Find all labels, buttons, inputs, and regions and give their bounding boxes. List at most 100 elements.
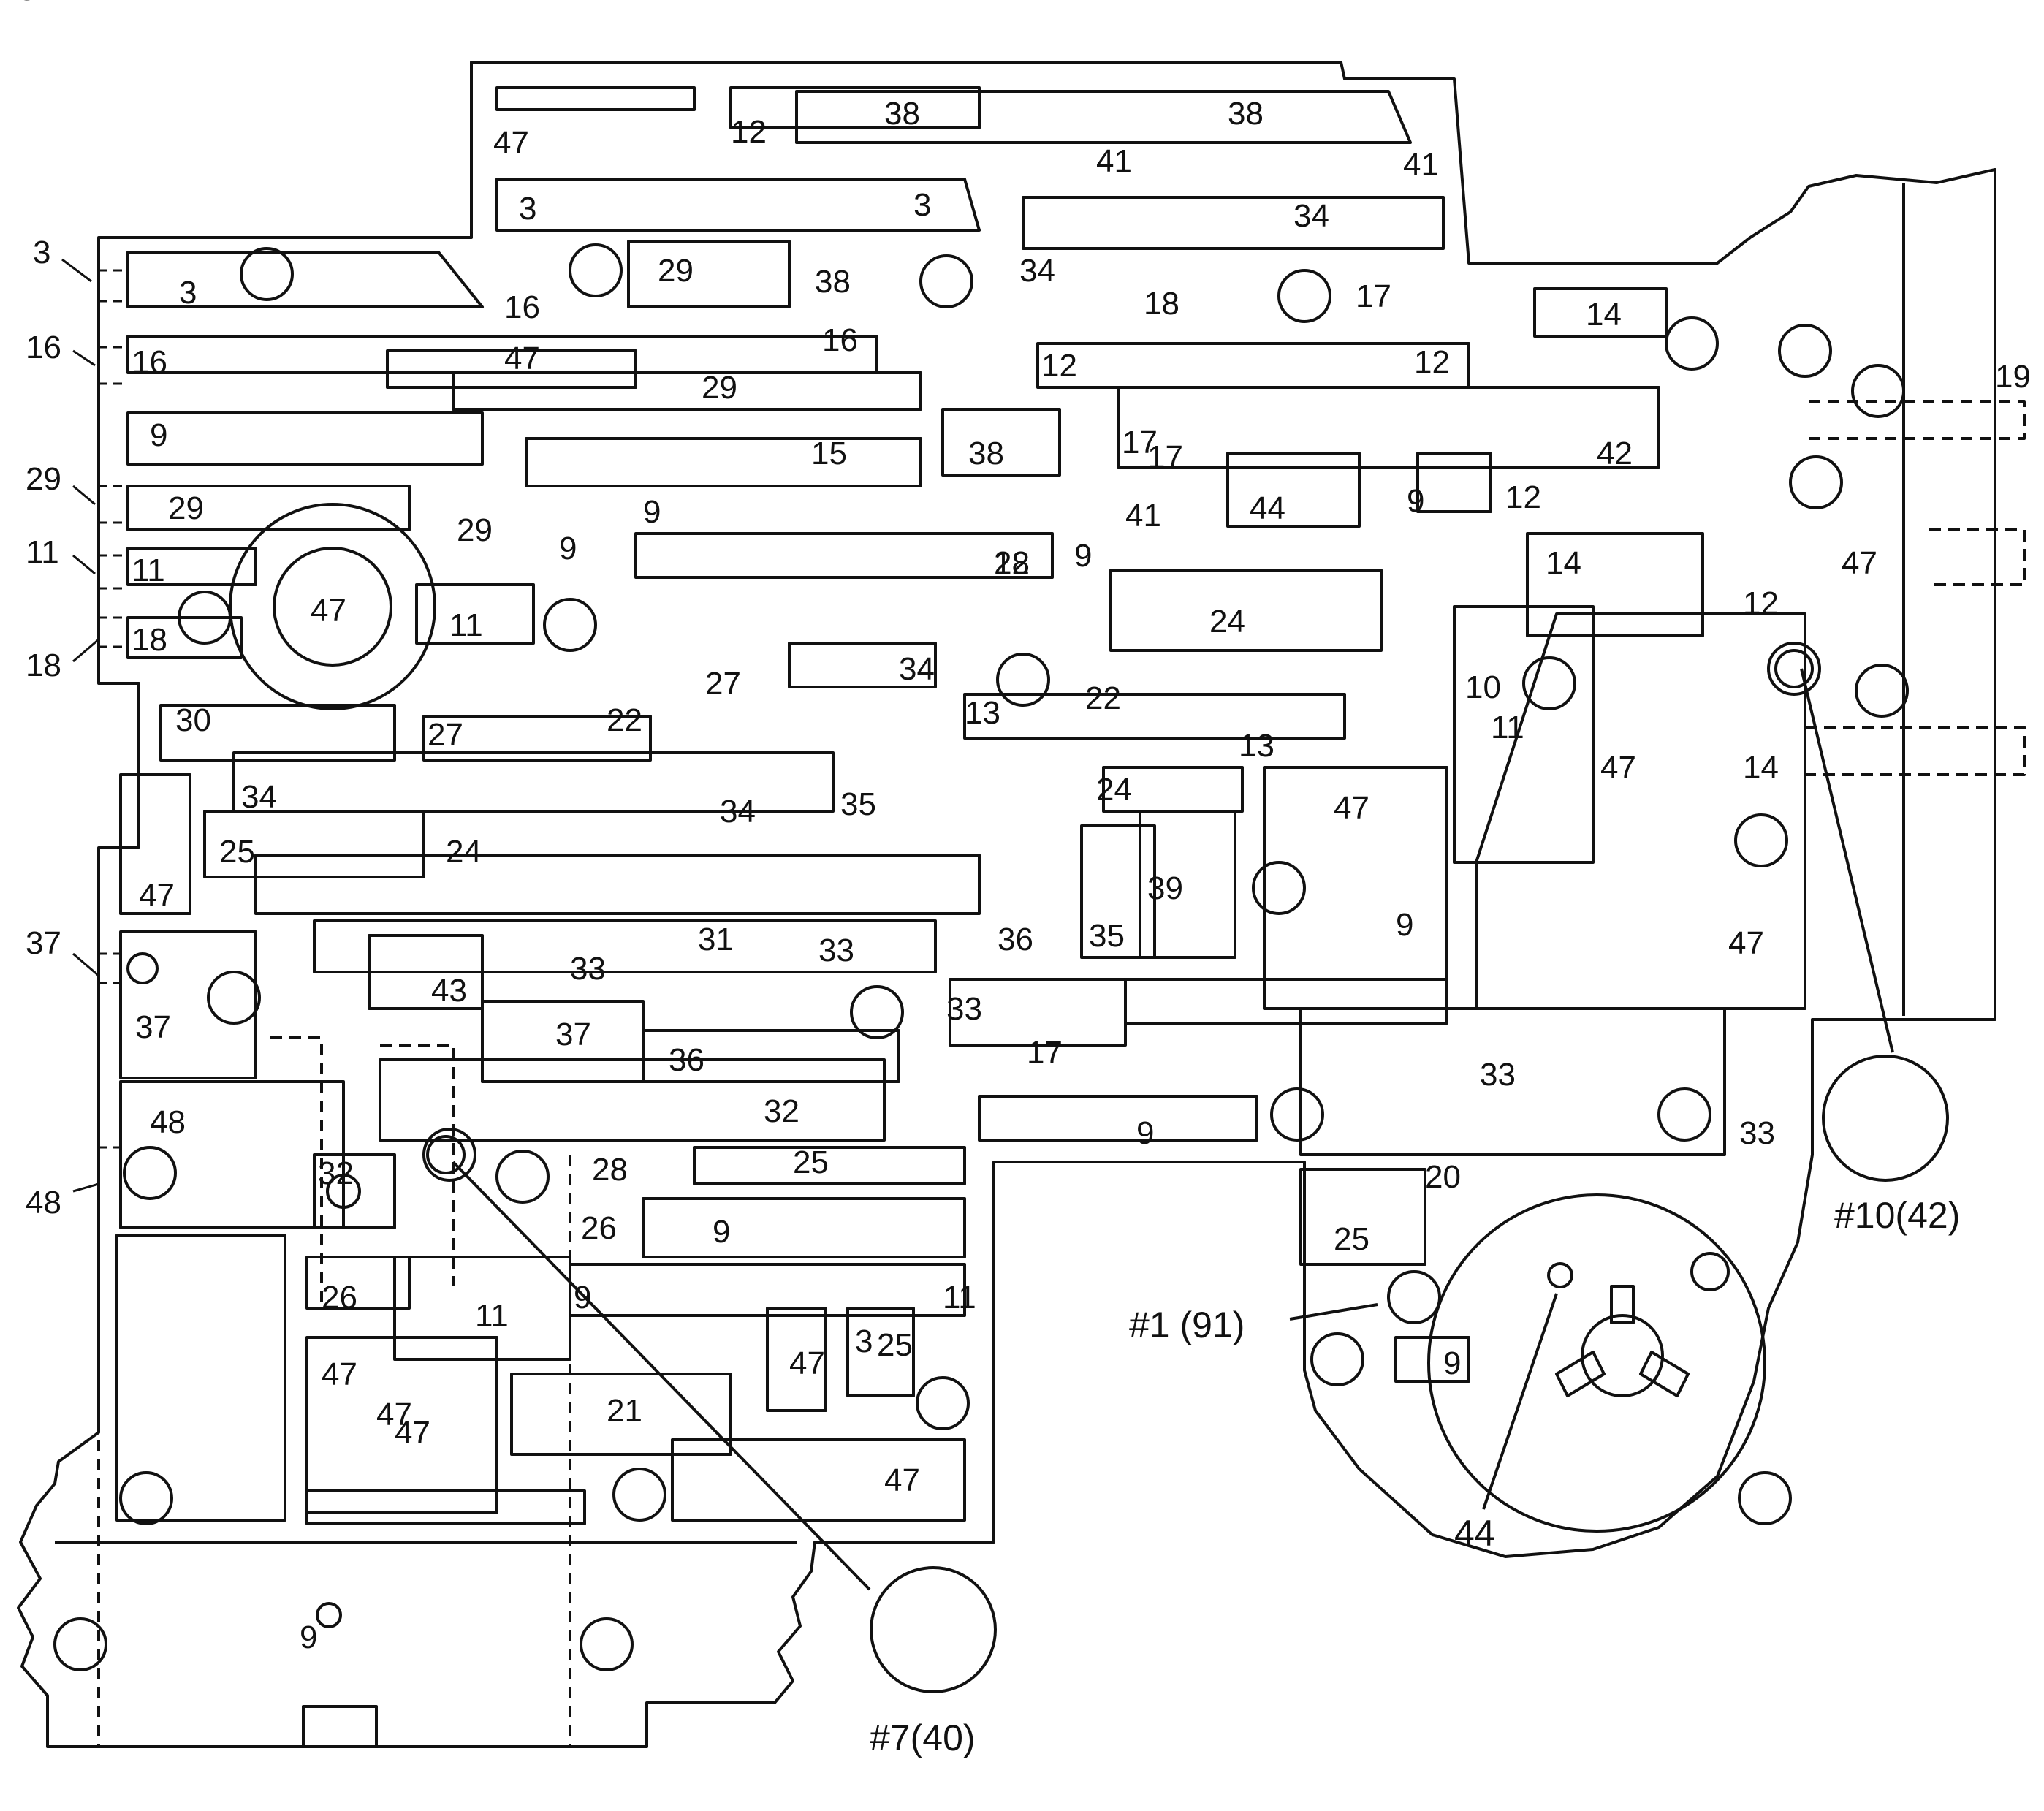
channel-label-32: 32 bbox=[764, 1093, 799, 1129]
channel-outline bbox=[1124, 978, 1448, 1025]
channel-label-42: 42 bbox=[1597, 436, 1633, 471]
channel-label-47: 47 bbox=[311, 593, 346, 629]
channel-label-33: 33 bbox=[946, 991, 982, 1027]
bolt-hole bbox=[612, 1468, 666, 1522]
channel-label-13: 13 bbox=[965, 695, 1000, 731]
plate-outline bbox=[17, 61, 1996, 1748]
channel-label-22: 22 bbox=[607, 702, 642, 738]
channel-label-47: 47 bbox=[493, 125, 529, 161]
channel-label-41: 41 bbox=[1096, 143, 1132, 179]
channel-label-26: 26 bbox=[322, 1280, 357, 1315]
channel-label-41: 41 bbox=[1403, 147, 1439, 183]
channel-label-9: 9 bbox=[1136, 1115, 1154, 1151]
channel-label-36: 36 bbox=[998, 922, 1033, 957]
channel-label-33: 33 bbox=[1739, 1115, 1775, 1151]
check-ball-7-detail bbox=[870, 1566, 997, 1693]
bolt-hole bbox=[850, 985, 904, 1039]
channel-label-9: 9 bbox=[574, 1280, 591, 1315]
check-ball-10-detail bbox=[1822, 1055, 1949, 1182]
channel-label-12: 12 bbox=[731, 114, 767, 150]
channel-outline bbox=[642, 1029, 900, 1083]
channel-label-47: 47 bbox=[1728, 925, 1764, 961]
channel-outline bbox=[126, 616, 243, 659]
channel-label-17: 17 bbox=[1147, 439, 1183, 475]
channel-label-47: 47 bbox=[1600, 750, 1636, 786]
channel-label-13: 13 bbox=[1239, 728, 1274, 764]
check-ball-7-seat bbox=[426, 1135, 466, 1174]
channel-label-47: 47 bbox=[884, 1462, 920, 1498]
channel-label-14: 14 bbox=[1586, 297, 1622, 333]
channel-outline bbox=[119, 1080, 345, 1229]
left-dashed-bores bbox=[97, 1036, 571, 1747]
bolt-hole bbox=[543, 598, 597, 652]
channel-outline bbox=[1526, 532, 1704, 637]
channel-label-28: 28 bbox=[592, 1152, 628, 1188]
channel-label-16: 16 bbox=[822, 322, 858, 358]
channel-label-44: 44 bbox=[1250, 490, 1285, 526]
channel-outline bbox=[115, 1234, 286, 1522]
channel-outline bbox=[126, 411, 484, 466]
channel-label-47: 47 bbox=[395, 1415, 430, 1451]
channel-label-17: 17 bbox=[1356, 278, 1391, 314]
bolt-hole bbox=[569, 243, 623, 297]
port-19-dashed bbox=[1805, 400, 2026, 776]
channel-label-3: 3 bbox=[179, 275, 197, 311]
channel-label-38: 38 bbox=[815, 264, 851, 300]
bolt-hole bbox=[1387, 1270, 1441, 1324]
channel-label-35: 35 bbox=[1089, 918, 1125, 954]
bolt-hole bbox=[495, 1150, 550, 1204]
channel-label-38: 38 bbox=[968, 436, 1004, 471]
channel-label-47: 47 bbox=[789, 1345, 825, 1381]
channel-label-38: 38 bbox=[1228, 96, 1264, 132]
bolt-hole bbox=[422, 1128, 476, 1182]
bolt-hole bbox=[1778, 324, 1832, 378]
channel-outline bbox=[126, 335, 878, 374]
bolt-hole bbox=[1657, 1087, 1711, 1142]
bolt-hole bbox=[580, 1617, 634, 1671]
bolt-hole bbox=[240, 247, 294, 301]
outline-group bbox=[17, 61, 2026, 1748]
channel-label-11: 11 bbox=[943, 1280, 976, 1315]
channel-label-21: 21 bbox=[607, 1393, 642, 1429]
channel-outline bbox=[254, 854, 981, 915]
bolt-hole bbox=[1734, 813, 1788, 867]
channel-outline bbox=[305, 1336, 498, 1514]
channel-label-27: 27 bbox=[428, 717, 463, 753]
accumulator-inner bbox=[1581, 1314, 1664, 1397]
accumulator-bore bbox=[1427, 1193, 1766, 1533]
channel-label-9: 9 bbox=[300, 1620, 317, 1655]
channel-label-24: 24 bbox=[446, 834, 482, 870]
channel-label-36: 36 bbox=[669, 1042, 704, 1078]
channel-label-33: 33 bbox=[1480, 1057, 1516, 1093]
channel-label-12: 12 bbox=[1743, 585, 1779, 621]
channel-label-43: 43 bbox=[0, 0, 36, 7]
bolt-hole bbox=[996, 653, 1050, 707]
channel-outline bbox=[1117, 386, 1660, 469]
check-ball-10-leader bbox=[1800, 668, 1894, 1053]
check-ball-1-leader bbox=[1289, 1303, 1378, 1321]
channel-outline bbox=[1226, 452, 1361, 528]
channel-outline bbox=[1022, 196, 1445, 250]
channel-outline bbox=[495, 86, 696, 111]
bolt-hole bbox=[1665, 316, 1719, 371]
channel-label-31: 31 bbox=[698, 922, 734, 957]
channel-outline bbox=[949, 978, 1127, 1047]
channel-outline bbox=[671, 1438, 966, 1522]
check-ball-10-label: #10(42) bbox=[1834, 1195, 1960, 1236]
channel-label-27: 27 bbox=[705, 666, 741, 702]
left-callout-11: 11 bbox=[26, 534, 59, 570]
channel-label-3: 3 bbox=[519, 191, 536, 227]
channel-label-9: 9 bbox=[1396, 907, 1413, 943]
bolt-hole bbox=[207, 971, 261, 1025]
channel-outline bbox=[729, 86, 981, 129]
channel-outline bbox=[126, 485, 411, 531]
channel-label-14: 14 bbox=[1743, 750, 1779, 786]
channel-label-22: 22 bbox=[1085, 680, 1121, 716]
channel-label-47: 47 bbox=[376, 1397, 412, 1432]
left-leader-ticks bbox=[61, 258, 99, 1193]
central-bore-outer bbox=[229, 503, 436, 710]
channel-outline bbox=[795, 90, 1412, 144]
